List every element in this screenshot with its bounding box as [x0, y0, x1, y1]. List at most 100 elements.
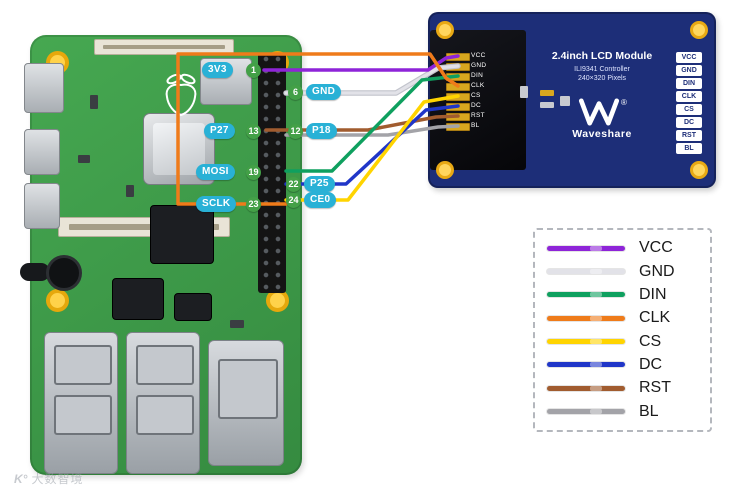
pin-number-19: 19	[246, 165, 261, 180]
legend-wire-bl	[547, 409, 625, 415]
capacitor	[126, 185, 134, 197]
wire-color-legend: VCC GND DIN CLK CS DC RST BL	[533, 228, 712, 432]
pad-label: DC	[471, 102, 481, 109]
pad-label: VCC	[471, 52, 486, 59]
pin-pad-rst	[446, 113, 470, 121]
smd-part	[560, 96, 570, 106]
lcd-mounting-hole	[436, 161, 454, 179]
ethernet-chip	[174, 293, 212, 321]
pin-pad-dc	[446, 103, 470, 111]
legend-wire-clk	[547, 315, 625, 321]
legend-wire-dc	[547, 362, 625, 368]
brand-name: Waveshare	[572, 128, 632, 140]
lcd-resolution: 240×320 Pixels	[577, 75, 627, 82]
legend-row: DIN	[547, 286, 698, 304]
legend-row: GND	[547, 263, 698, 281]
legend-label: BL	[639, 402, 659, 420]
capacitor	[230, 320, 244, 328]
camera-connector	[94, 39, 234, 55]
lcd-module: VCC GND DIN CLK CS DC RST BL 2.4inch LCD…	[428, 12, 716, 188]
audio-jack	[20, 263, 50, 281]
legend-label: DC	[639, 355, 663, 373]
registered-mark: ®	[621, 98, 627, 107]
legend-wire-vcc	[547, 245, 625, 251]
legend-label: DIN	[639, 285, 667, 303]
pin-number-24: 24	[286, 193, 301, 208]
legend-wire-cs	[547, 339, 625, 345]
side-pin-din: DIN	[676, 78, 702, 89]
pad-label: DIN	[471, 72, 484, 79]
raspberry-logo-icon	[165, 73, 197, 117]
pin-pad-vcc	[446, 53, 470, 61]
legend-row: RST	[547, 379, 698, 397]
smd-part	[540, 102, 554, 108]
badge-p18: P18	[306, 123, 337, 139]
pin-pad-din	[446, 73, 470, 81]
legend-wire-din	[547, 292, 625, 298]
legend-row: CLK	[547, 309, 698, 327]
pin-number-12: 12	[288, 124, 303, 139]
lcd-mounting-hole	[690, 21, 708, 39]
side-pin-rst: RST	[676, 130, 702, 141]
waveshare-logo-block: ® Waveshare	[526, 98, 678, 140]
audio-jack-ring	[46, 255, 82, 291]
side-pin-dc: DC	[676, 117, 702, 128]
legend-row: BL	[547, 403, 698, 421]
side-pin-vcc: VCC	[676, 52, 702, 63]
lcd-controller: ILI9341 Controller	[574, 66, 630, 73]
watermark-text: 大数智境	[31, 472, 84, 486]
mounting-hole	[46, 289, 69, 312]
pin-number-13: 13	[246, 124, 261, 139]
usb-controller-chip	[112, 278, 164, 320]
side-pin-clk: CLK	[676, 91, 702, 102]
legend-label: CLK	[639, 309, 671, 327]
ram-chip	[150, 205, 214, 264]
pad-label: RST	[471, 112, 485, 119]
waveshare-logo-icon	[578, 98, 620, 126]
capacitor	[90, 95, 98, 109]
micro-hdmi-port	[24, 183, 60, 229]
side-pin-bl: BL	[676, 143, 702, 154]
pad-label: CS	[471, 92, 481, 99]
usb-port	[126, 332, 200, 474]
pin-pad-bl	[446, 123, 470, 131]
pad-label: GND	[471, 62, 487, 69]
legend-wire-rst	[547, 385, 625, 391]
legend-label: CS	[639, 332, 662, 350]
capacitor	[78, 155, 90, 163]
smd-part	[520, 86, 528, 98]
pad-label: BL	[471, 122, 480, 129]
pin-pad-cs	[446, 93, 470, 101]
pin-number-22: 22	[286, 177, 301, 192]
legend-row: DC	[547, 356, 698, 374]
smd-part	[540, 90, 554, 96]
pin-number-1: 1	[246, 63, 261, 78]
watermark-logo: K°	[14, 471, 28, 486]
badge-ce0: CE0	[304, 192, 337, 208]
badge-sclk: SCLK	[196, 196, 237, 212]
raspberry-pi-board	[20, 35, 302, 475]
watermark: K° 大数智境	[14, 470, 83, 487]
lcd-text-block: 2.4inch LCD Module ILI9341 Controller 24…	[526, 50, 678, 84]
lcd-title: 2.4inch LCD Module	[551, 50, 653, 62]
badge-p27: P27	[204, 123, 235, 139]
badge-mosi: MOSI	[196, 164, 235, 180]
badge-3v3: 3V3	[202, 62, 233, 78]
legend-wire-gnd	[547, 269, 625, 275]
usb-c-power-port	[24, 63, 64, 113]
lcd-screen	[430, 30, 526, 170]
gpio-header	[258, 53, 286, 293]
side-pin-gnd: GND	[676, 65, 702, 76]
pin-number-23: 23	[246, 197, 261, 212]
usb-port	[44, 332, 118, 474]
ethernet-port	[208, 340, 284, 466]
legend-row: VCC	[547, 239, 698, 257]
side-pin-cs: CS	[676, 104, 702, 115]
legend-label: RST	[639, 379, 671, 397]
pin-number-6: 6	[288, 85, 303, 100]
legend-row: CS	[547, 333, 698, 351]
badge-p25: P25	[304, 176, 335, 192]
badge-gnd: GND	[306, 84, 342, 100]
lcd-mounting-hole	[690, 161, 708, 179]
